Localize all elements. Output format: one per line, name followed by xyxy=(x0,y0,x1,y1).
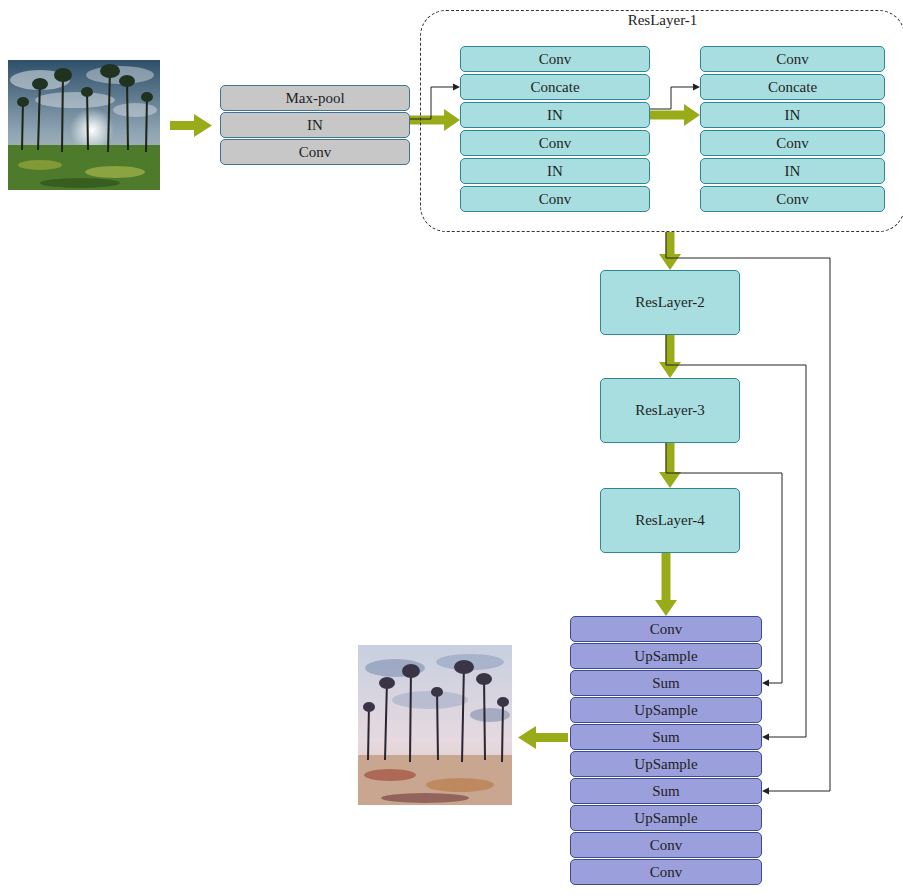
res-layer-box: Conv xyxy=(460,130,650,156)
res-layer-box: IN xyxy=(700,158,885,184)
decoder-layer-box: Sum xyxy=(570,778,762,804)
stem-layer-box: Max-pool xyxy=(220,85,410,111)
layer-label: Conv xyxy=(299,144,332,161)
res-layer-box: ResLayer-3 xyxy=(600,378,740,443)
layer-label: ResLayer-2 xyxy=(635,294,705,311)
skip-connection xyxy=(666,443,782,687)
layer-label: IN xyxy=(547,163,563,180)
arrow-head xyxy=(453,84,460,91)
flow-arrow xyxy=(170,114,212,137)
layer-label: Conv xyxy=(650,621,683,638)
decoder-layer-box: Conv xyxy=(570,616,762,642)
res-layer-box: Conv xyxy=(460,46,650,72)
decoder-layer-box: Conv xyxy=(570,859,762,885)
decoder-layer-box: UpSample xyxy=(570,643,762,669)
res-layer-box: Conv xyxy=(700,46,885,72)
decoder-layer-box: UpSample xyxy=(570,751,762,777)
layer-label: Sum xyxy=(652,783,680,800)
res-layer-box: IN xyxy=(460,102,650,128)
layer-label: Sum xyxy=(652,675,680,692)
res-layer-group: ResLayer-1ConvConcateINConvINConvConvCon… xyxy=(420,10,903,232)
flow-arrow xyxy=(410,109,460,131)
flow-arrow xyxy=(659,443,681,488)
layer-label: Sum xyxy=(652,729,680,746)
layer-label: Concate xyxy=(768,79,817,96)
layer-label: Conv xyxy=(539,135,572,152)
layer-label: Conv xyxy=(539,191,572,208)
connector-line xyxy=(666,232,675,257)
connector-line xyxy=(410,116,447,125)
res-layer-box: Conv xyxy=(700,130,885,156)
decoder-layer-box: Sum xyxy=(570,670,762,696)
res-layer-box: Conv xyxy=(700,186,885,212)
layer-label: IN xyxy=(307,117,323,134)
layer-label: ResLayer-4 xyxy=(635,512,705,529)
flow-arrow xyxy=(650,104,700,126)
layer-label: Concate xyxy=(530,79,579,96)
connector-line xyxy=(666,443,782,683)
layer-label: Conv xyxy=(650,837,683,854)
connector-line xyxy=(650,87,694,109)
skip-connection xyxy=(666,335,806,741)
arrow-head xyxy=(659,362,681,378)
flow-arrow xyxy=(518,726,568,749)
layer-label: Conv xyxy=(776,51,809,68)
arrow-head xyxy=(655,600,677,616)
arrow-head xyxy=(693,84,700,91)
res-layer-box: IN xyxy=(700,102,885,128)
skip-connection xyxy=(410,84,460,120)
arrow-head xyxy=(762,680,769,687)
stem-layer-box: Conv xyxy=(220,139,410,165)
arrow-head xyxy=(444,109,460,131)
connector-line xyxy=(410,87,454,119)
connector-line xyxy=(666,335,675,365)
connector-line xyxy=(666,232,830,791)
input-image xyxy=(8,60,160,190)
res-layer-box: Concate xyxy=(700,74,885,100)
res-layer-box: ResLayer-4 xyxy=(600,488,740,553)
layer-label: UpSample xyxy=(634,702,697,719)
arrow-head xyxy=(684,104,700,126)
skip-connection xyxy=(666,232,830,795)
skip-connection xyxy=(650,84,700,110)
layer-label: UpSample xyxy=(634,648,697,665)
layer-label: Conv xyxy=(776,191,809,208)
layer-label: UpSample xyxy=(634,756,697,773)
res-layer-box: ResLayer-2 xyxy=(600,270,740,335)
arrow-head xyxy=(762,788,769,795)
layer-label: ResLayer-3 xyxy=(635,402,705,419)
flow-arrow xyxy=(659,232,681,270)
layer-label: IN xyxy=(547,107,563,124)
layer-label: Conv xyxy=(539,51,572,68)
res-layer-box: Concate xyxy=(460,74,650,100)
decoder-layer-box: UpSample xyxy=(570,697,762,723)
decoder-layer-box: UpSample xyxy=(570,805,762,831)
output-image xyxy=(358,645,512,805)
decoder-layer-box: Sum xyxy=(570,724,762,750)
layer-label: ResLayer-1 xyxy=(421,11,903,29)
layer-label: UpSample xyxy=(634,810,697,827)
stem-layer-box: IN xyxy=(220,112,410,138)
arrow-head xyxy=(659,254,681,270)
layer-label: IN xyxy=(785,107,801,124)
layer-label: IN xyxy=(785,163,801,180)
connector-line xyxy=(666,443,675,475)
arrow-head xyxy=(762,734,769,741)
connector-line xyxy=(650,111,687,120)
res-layer-box: Conv xyxy=(460,186,650,212)
flow-arrow xyxy=(655,553,677,616)
layer-label: Conv xyxy=(650,864,683,881)
layer-label: Conv xyxy=(776,135,809,152)
connector-line xyxy=(666,335,806,737)
connector-line xyxy=(662,553,671,603)
flow-arrow xyxy=(659,335,681,378)
res-layer-box: IN xyxy=(460,158,650,184)
decoder-layer-box: Conv xyxy=(570,832,762,858)
layer-label: Max-pool xyxy=(285,90,344,107)
arrow-head xyxy=(659,472,681,488)
